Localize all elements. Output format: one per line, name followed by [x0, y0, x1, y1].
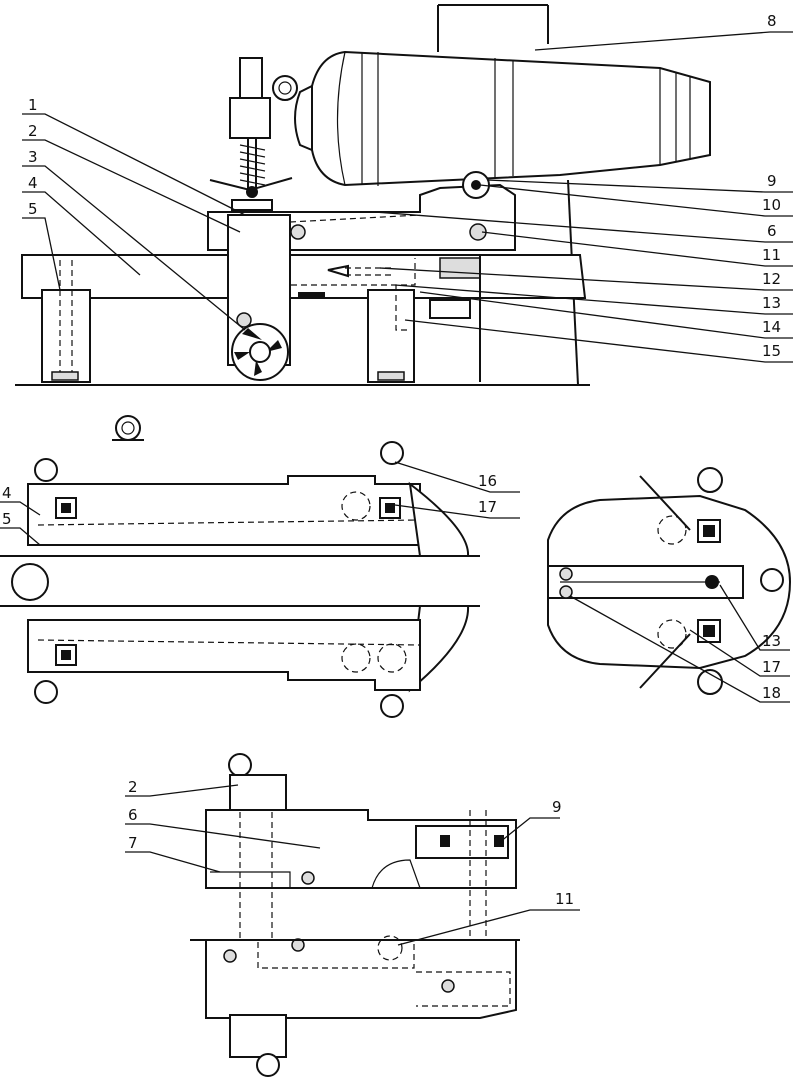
detail-label-11: 11 — [555, 890, 574, 908]
front-view-leaders: 13 17 18 — [569, 584, 790, 703]
side-view — [15, 4, 711, 386]
side-label-13: 13 — [762, 294, 781, 312]
front-view — [547, 467, 792, 695]
plan-label-4: 4 — [2, 484, 12, 502]
plan-label-16: 16 — [478, 472, 497, 490]
side-view-leaders: 1 2 3 4 5 8 9 10 6 11 12 13 14 15 — [22, 12, 793, 363]
side-label-3: 3 — [28, 148, 38, 166]
plan-label-5: 5 — [2, 510, 12, 528]
side-label-1: 1 — [28, 96, 38, 114]
plan-view-leaders: 4 5 16 17 — [0, 461, 520, 546]
plan-label-17: 17 — [478, 498, 497, 516]
elevating-screw — [209, 57, 293, 211]
front-label-17: 17 — [762, 658, 781, 676]
detail-view-leaders: 2 6 7 9 11 — [125, 778, 580, 946]
front-label-13: 13 — [762, 632, 781, 650]
side-label-14: 14 — [762, 318, 781, 336]
side-label-4: 4 — [28, 174, 38, 192]
side-label-12: 12 — [762, 270, 781, 288]
side-label-6: 6 — [767, 222, 777, 240]
side-label-9: 9 — [767, 172, 777, 190]
detail-view — [190, 753, 520, 1077]
detail-label-7: 7 — [128, 834, 138, 852]
side-label-2: 2 — [28, 122, 38, 140]
cannon-barrel — [272, 50, 711, 187]
support-legs — [41, 255, 481, 383]
detail-label-2: 2 — [128, 778, 138, 796]
side-label-5: 5 — [28, 200, 38, 218]
plan-view — [0, 415, 480, 718]
frame-rail — [21, 254, 587, 299]
side-label-8: 8 — [767, 12, 777, 30]
side-label-11: 11 — [762, 246, 781, 264]
side-label-10: 10 — [762, 196, 781, 214]
lever-arm — [227, 214, 291, 381]
detail-label-6: 6 — [128, 806, 138, 824]
front-label-18: 18 — [762, 684, 781, 702]
side-label-15: 15 — [762, 342, 781, 360]
detail-label-9: 9 — [552, 798, 562, 816]
